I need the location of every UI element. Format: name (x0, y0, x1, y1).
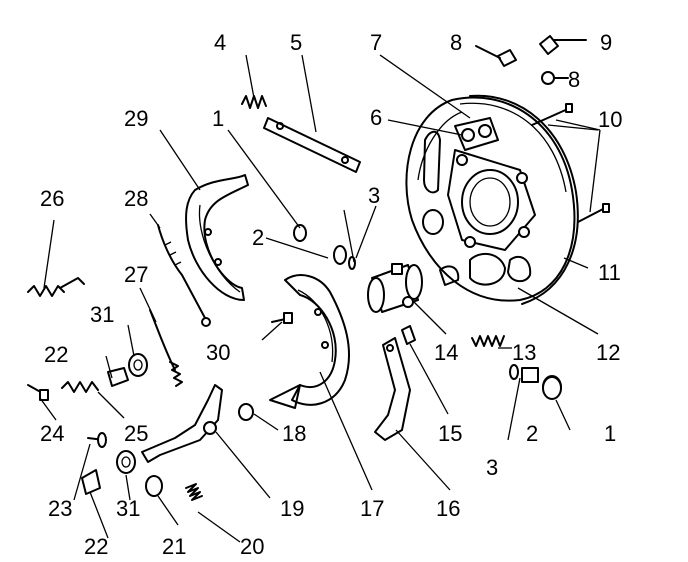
callout-3-top: 3 (368, 183, 380, 208)
callout-7: 7 (370, 30, 382, 55)
spring-27 (149, 309, 183, 387)
callout-24: 24 (40, 421, 64, 446)
bolt-8-mid (541, 71, 569, 85)
washer-31-top (128, 353, 148, 377)
pin-24 (27, 384, 49, 401)
callout-27: 27 (124, 262, 148, 287)
callout-16: 16 (436, 496, 460, 521)
callout-14: 14 (434, 340, 458, 365)
callout-20: 20 (240, 534, 264, 559)
pin-30 (271, 312, 293, 324)
pin-1-right (542, 376, 562, 400)
cylinder-piston-seal-left (293, 224, 356, 270)
lever-15 (401, 325, 416, 345)
wheel-cylinder (367, 263, 423, 313)
spring-25 (61, 381, 99, 393)
callout-15: 15 (438, 421, 462, 446)
spring-20 (185, 483, 203, 501)
callout-25: 25 (124, 421, 148, 446)
callout-17: 17 (360, 496, 384, 521)
adjuster-22-top (107, 367, 129, 387)
callout-23: 23 (48, 496, 72, 521)
spring-26 (27, 277, 85, 297)
bolts-10 (531, 103, 610, 223)
callout-31-bottom: 31 (116, 496, 140, 521)
bolt-8-top (475, 45, 517, 67)
callout-4: 4 (214, 30, 226, 55)
callout-26: 26 (40, 186, 64, 211)
callout-28: 28 (124, 186, 148, 211)
callout-2-right: 2 (526, 421, 538, 446)
callout-8-top: 8 (450, 30, 462, 55)
strut-5 (263, 117, 361, 173)
brake-shoe-17 (269, 274, 351, 409)
nut-18 (238, 403, 254, 421)
callout-5: 5 (290, 30, 302, 55)
adjuster-lever-16 (374, 337, 411, 441)
callout-31-top: 31 (90, 302, 114, 327)
callout-21: 21 (162, 534, 186, 559)
callout-8-mid: 8 (568, 67, 580, 92)
cylinder-spring-13 (471, 335, 505, 347)
callout-12: 12 (596, 340, 620, 365)
callout-1-right: 1 (604, 421, 616, 446)
nut-21 (145, 475, 163, 497)
pin-23 (87, 432, 107, 448)
callout-6: 6 (370, 105, 382, 130)
callout-3-bottom: 3 (486, 455, 498, 480)
parking-brake-lever-19 (141, 384, 223, 463)
callout-22-bottom: 22 (84, 534, 108, 559)
callout-18: 18 (282, 421, 306, 446)
backing-plate (405, 94, 579, 305)
callout-30: 30 (206, 340, 230, 365)
callout-9: 9 (600, 30, 612, 55)
callout-29: 29 (124, 106, 148, 131)
spring-28 (157, 224, 211, 327)
callout-1-top: 1 (212, 106, 224, 131)
callout-13: 13 (512, 340, 536, 365)
callout-22-top: 22 (44, 342, 68, 367)
brake-shoe-29 (185, 174, 249, 301)
leader-lines (39, 54, 601, 543)
callout-11: 11 (598, 260, 621, 285)
callout-10: 10 (598, 107, 622, 132)
bolt-9 (539, 35, 587, 55)
callout-2-left: 2 (252, 225, 264, 250)
adjuster-22-bottom (81, 469, 101, 495)
callout-19: 19 (280, 496, 304, 521)
washer-31-bottom (116, 450, 136, 474)
